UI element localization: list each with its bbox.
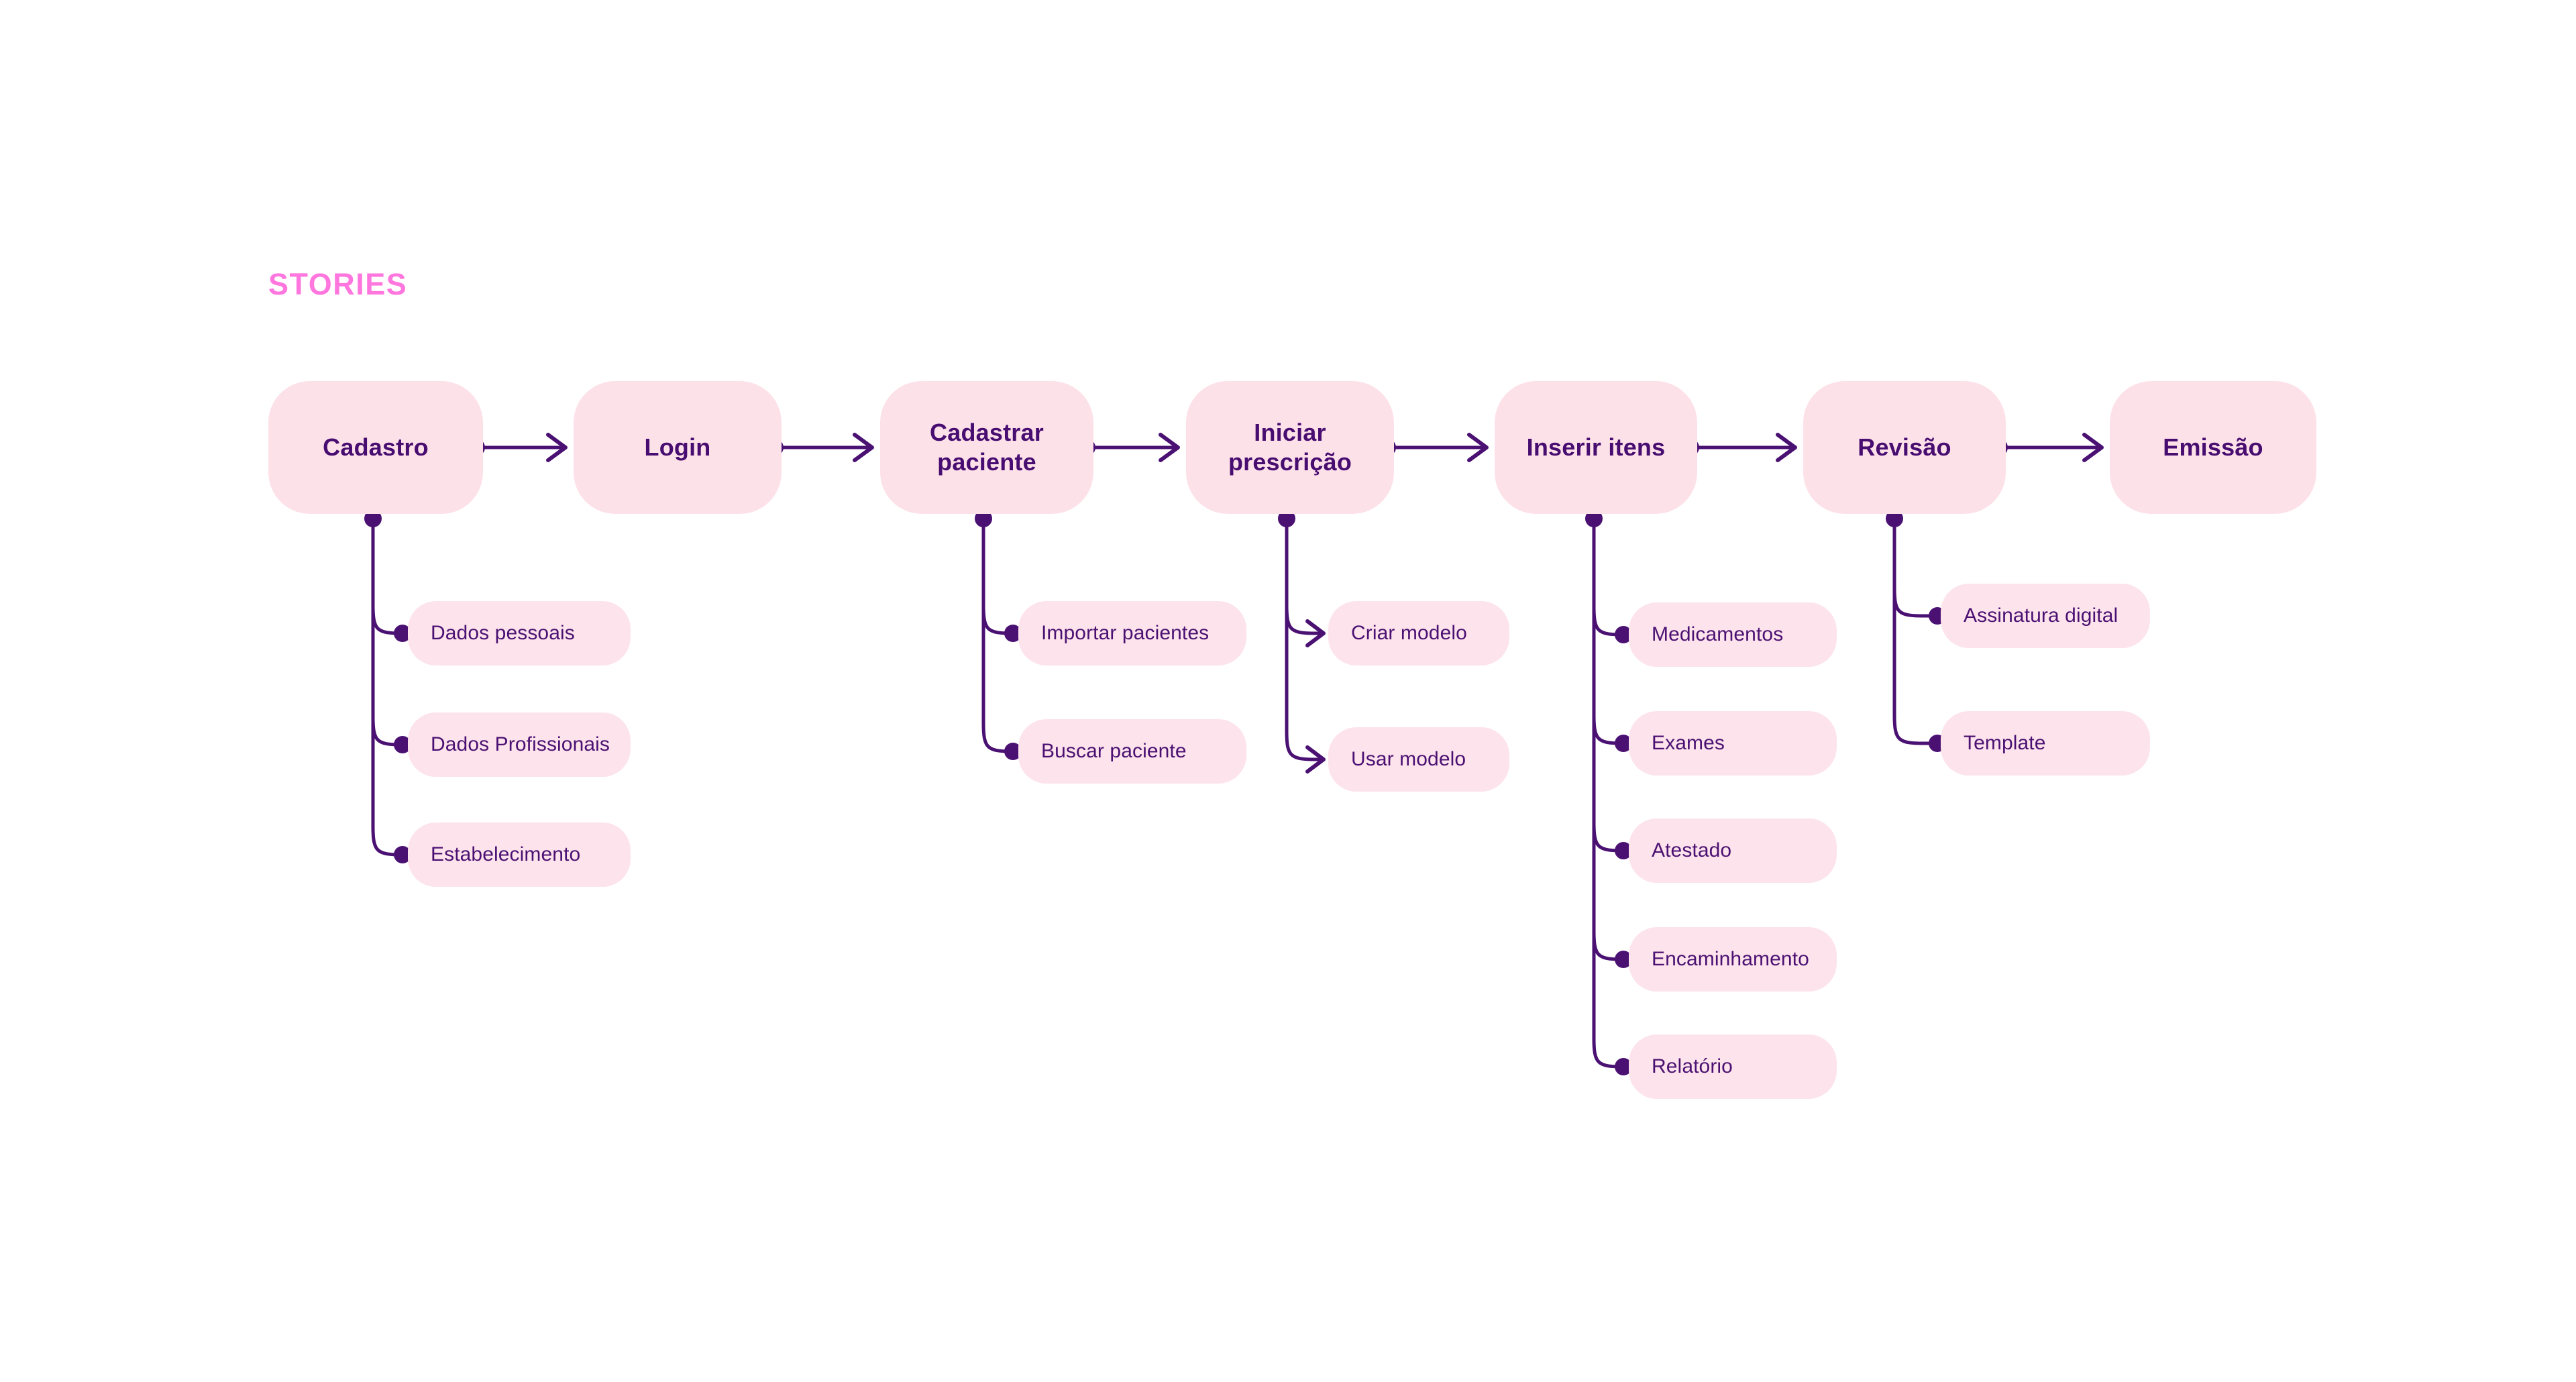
flow-node-label: Emissão <box>2163 433 2263 462</box>
flow-subnode-inserir-itens-0[interactable]: Medicamentos <box>1629 602 1837 667</box>
flow-subnode-cadastro-0[interactable]: Dados pessoais <box>408 601 631 666</box>
flow-arrow-inserir-itens-to-revisao <box>1682 433 1797 462</box>
branch-link-cadastro-0 <box>371 603 411 642</box>
flow-subnode-label: Dados Profissionais <box>431 733 610 755</box>
flow-arrow-iniciar-prescricao-to-inserir-itens <box>1379 433 1489 462</box>
flow-node-cadastro[interactable]: Cadastro <box>268 381 483 514</box>
branch-stem-inserir-itens <box>1585 510 1603 1041</box>
flow-subnode-label: Relatório <box>1652 1055 1733 1077</box>
flow-node-label: Login <box>644 433 711 462</box>
branch-link-cadastrar-paciente-1 <box>981 721 1022 760</box>
branch-link-iniciar-prescricao-1 <box>1285 729 1326 774</box>
flow-node-label: Cadastro <box>323 433 429 462</box>
branch-stem-revisao <box>1886 510 1903 717</box>
flow-subnode-label: Medicamentos <box>1652 623 1784 645</box>
flow-subnode-iniciar-prescricao-1[interactable]: Usar modelo <box>1328 727 1509 792</box>
flow-subnode-iniciar-prescricao-0[interactable]: Criar modelo <box>1328 601 1509 666</box>
flow-arrow-login-to-cadastrar-paciente <box>766 433 874 462</box>
flow-subnode-label: Buscar paciente <box>1041 740 1187 762</box>
branch-link-inserir-itens-0 <box>1592 604 1632 643</box>
flow-subnode-cadastrar-paciente-1[interactable]: Buscar paciente <box>1018 719 1246 784</box>
flow-subnode-label: Usar modelo <box>1351 748 1466 770</box>
flow-node-label: Cadastrar paciente <box>930 419 1044 476</box>
flow-node-inserir-itens[interactable]: Inserir itens <box>1495 381 1697 514</box>
branch-link-inserir-itens-1 <box>1592 713 1632 752</box>
flow-subnode-cadastro-1[interactable]: Dados Profissionais <box>408 712 631 777</box>
flow-subnode-inserir-itens-4[interactable]: Relatório <box>1629 1034 1837 1099</box>
flow-subnode-cadastro-2[interactable]: Estabelecimento <box>408 822 631 887</box>
flow-subnode-label: Encaminhamento <box>1652 948 1809 970</box>
flow-subnode-revisao-0[interactable]: Assinatura digital <box>1941 584 2150 648</box>
flow-node-label: Iniciar prescrição <box>1228 419 1352 476</box>
flow-subnode-label: Exames <box>1652 732 1725 754</box>
flow-node-label: Inserir itens <box>1526 433 1666 462</box>
flow-subnode-inserir-itens-3[interactable]: Encaminhamento <box>1629 927 1837 992</box>
branch-stem-iniciar-prescricao <box>1278 510 1295 733</box>
flow-node-iniciar-prescricao[interactable]: Iniciar prescrição <box>1186 381 1394 514</box>
branch-link-inserir-itens-2 <box>1592 820 1632 859</box>
branch-link-inserir-itens-4 <box>1592 1036 1632 1075</box>
flow-subnode-label: Estabelecimento <box>431 843 581 865</box>
flow-subnode-label: Atestado <box>1652 839 1732 861</box>
page-title: STORIES <box>268 267 408 301</box>
flow-node-revisao[interactable]: Revisão <box>1803 381 2006 514</box>
flow-node-emissao[interactable]: Emissão <box>2110 381 2316 514</box>
branch-link-revisao-1 <box>1892 713 1946 752</box>
branch-link-cadastro-1 <box>371 714 411 753</box>
flow-subnode-label: Template <box>1964 732 2046 754</box>
branch-stem-cadastrar-paciente <box>975 510 992 725</box>
flow-subnode-label: Dados pessoais <box>431 622 575 644</box>
branch-link-cadastro-2 <box>371 825 411 863</box>
branch-link-cadastrar-paciente-0 <box>981 603 1022 642</box>
flow-subnode-label: Assinatura digital <box>1964 604 2118 627</box>
branch-link-inserir-itens-3 <box>1592 929 1632 968</box>
flow-subnode-label: Importar pacientes <box>1041 622 1210 644</box>
flow-arrow-revisao-to-emissao <box>1990 433 2104 462</box>
flow-subnode-inserir-itens-2[interactable]: Atestado <box>1629 818 1837 883</box>
branch-link-revisao-0 <box>1892 586 1946 625</box>
branch-link-iniciar-prescricao-0 <box>1285 603 1326 647</box>
flow-subnode-cadastrar-paciente-0[interactable]: Importar pacientes <box>1018 601 1246 666</box>
flow-subnode-label: Criar modelo <box>1351 622 1467 644</box>
branch-stem-cadastro <box>364 510 382 829</box>
flow-subnode-inserir-itens-1[interactable]: Exames <box>1629 711 1837 776</box>
flow-node-label: Revisão <box>1858 433 1951 462</box>
flow-node-login[interactable]: Login <box>574 381 782 514</box>
flow-node-cadastrar-paciente[interactable]: Cadastrar paciente <box>880 381 1093 514</box>
flow-subnode-revisao-1[interactable]: Template <box>1941 711 2150 776</box>
